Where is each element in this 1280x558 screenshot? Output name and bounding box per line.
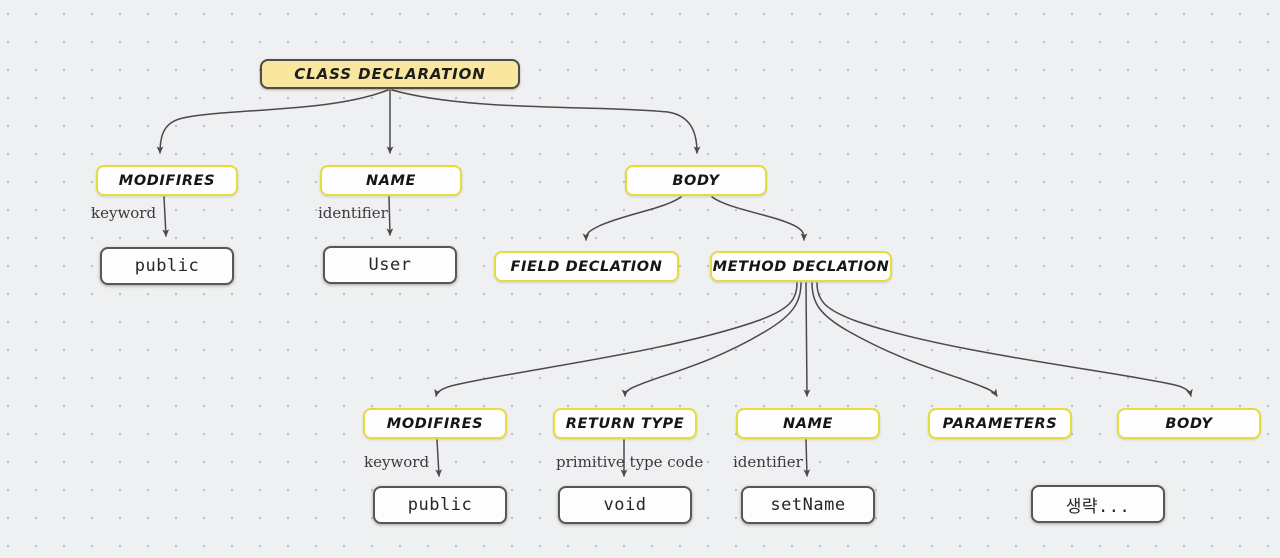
edge-modifires-to-public (162, 196, 170, 237)
node-value-public-method[interactable]: public (373, 486, 507, 524)
edge-label-keyword-class: keyword (91, 204, 157, 222)
node-field-declation[interactable]: FIELD DECLATION (494, 251, 679, 282)
edge-method-to-returntype (621, 282, 802, 397)
node-value-void[interactable]: void (558, 486, 692, 524)
edge-body-to-field-declation (582, 196, 682, 241)
edge-body-to-method-declation (711, 196, 808, 241)
node-value-user[interactable]: User (323, 246, 457, 284)
node-class-name[interactable]: NAME (320, 165, 462, 196)
node-method-parameters[interactable]: PARAMETERS (928, 408, 1072, 439)
edge-class-declaration-to-body (391, 89, 701, 154)
edge-method-name-to-setname (803, 439, 811, 477)
edge-method-to-name (803, 282, 811, 397)
edge-label-identifier-class: identifier (318, 204, 388, 222)
node-value-omitted[interactable]: 생략... (1031, 485, 1165, 523)
edge-class-declaration-to-modifires (156, 89, 389, 154)
edge-label-keyword-method: keyword (364, 453, 430, 471)
node-class-modifires[interactable]: MODIFIRES (96, 165, 238, 196)
edge-label-primitive-type-code: primitive type code (556, 453, 704, 471)
edge-method-to-body (816, 282, 1193, 397)
node-method-return-type[interactable]: RETURN TYPE (553, 408, 697, 439)
edge-method-to-modifires (434, 282, 798, 397)
edge-name-to-user (386, 196, 394, 236)
node-method-body[interactable]: BODY (1117, 408, 1261, 439)
edge-label-identifier-method: identifier (733, 453, 803, 471)
node-method-name[interactable]: NAME (736, 408, 880, 439)
node-class-body[interactable]: BODY (625, 165, 767, 196)
edge-method-modifires-to-public (435, 439, 443, 477)
edge-method-to-parameters (811, 282, 998, 397)
node-class-declaration[interactable]: CLASS DECLARATION (260, 59, 520, 89)
node-value-setname[interactable]: setName (741, 486, 875, 524)
node-value-public-class[interactable]: public (100, 247, 234, 285)
node-method-declation[interactable]: METHOD DECLATION (710, 251, 892, 282)
node-method-modifires[interactable]: MODIFIRES (363, 408, 507, 439)
